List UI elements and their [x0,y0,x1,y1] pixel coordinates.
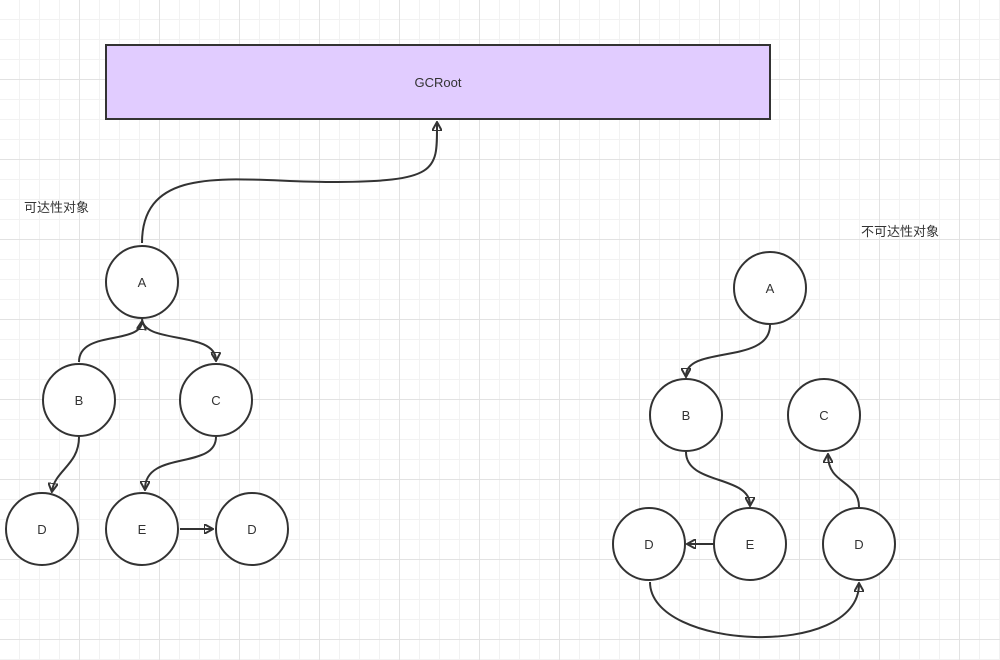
edge-u-d2-to-c [828,455,860,508]
unreachable-node-a: A [733,251,807,325]
edge-b-to-d [52,436,80,491]
edge-a-to-c [141,317,216,360]
unreachable-title: 不可达性对象 [861,224,940,239]
unreachable-node-c: C [787,378,861,452]
node-label: D [854,536,864,552]
edge-u-b-to-e [685,451,750,505]
gcroot-box: GCRoot [105,44,771,120]
reachable-node-d2: D [215,492,289,566]
gcroot-label: GCRoot [414,74,462,90]
node-label: A [137,274,147,290]
edge-u-d1-to-d2 [649,582,859,639]
edge-b-to-a [78,322,142,363]
edge-u-a-to-b [686,324,771,376]
edge-c-to-e [145,436,217,489]
node-label: E [745,536,755,552]
node-label: E [137,521,147,537]
unreachable-node-d1: D [612,507,686,581]
unreachable-node-b: B [649,378,723,452]
node-label: D [37,521,47,537]
reachable-node-e: E [105,492,179,566]
reachable-node-b: B [42,363,116,437]
reachable-node-a: A [105,245,179,319]
node-label: D [247,521,257,537]
node-label: C [211,392,221,408]
node-label: D [644,536,654,552]
node-label: B [74,392,84,408]
reachable-title: 可达性对象 [24,200,90,215]
node-label: B [681,407,691,423]
reachable-node-c: C [179,363,253,437]
edge-a-to-gcroot [141,123,437,244]
unreachable-node-e: E [713,507,787,581]
node-label: A [765,280,775,296]
reachable-node-d1: D [5,492,79,566]
node-label: C [819,407,829,423]
unreachable-node-d2: D [822,507,896,581]
